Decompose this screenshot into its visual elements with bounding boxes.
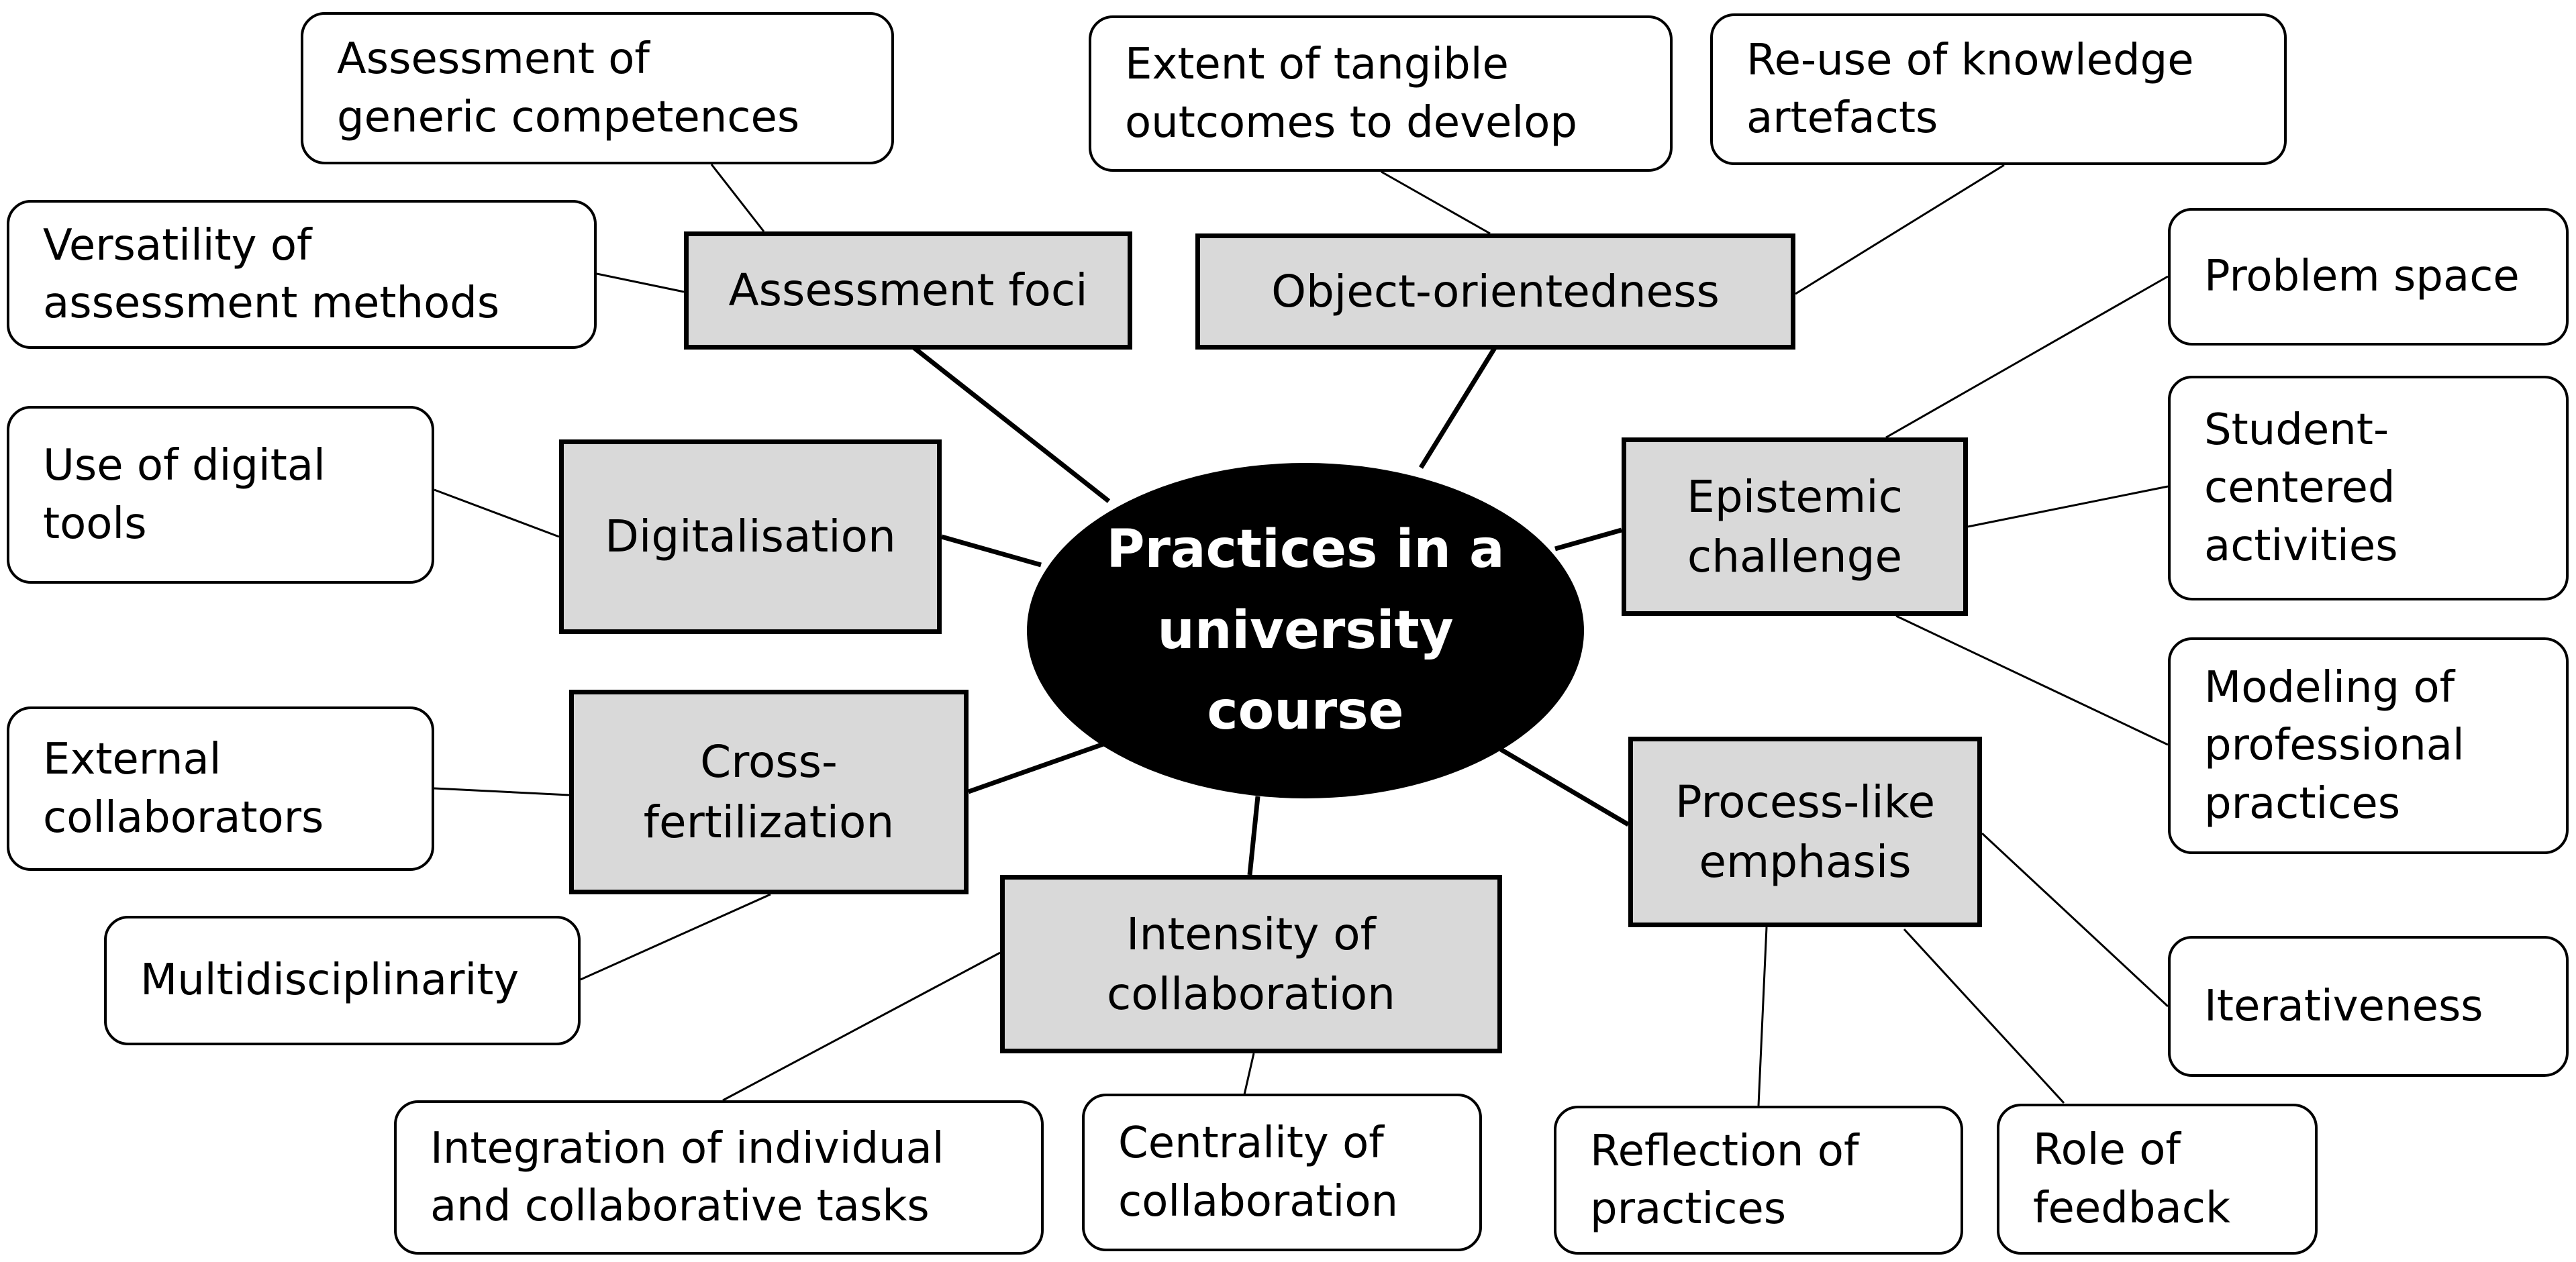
link-versatility-methods	[596, 272, 685, 293]
link-center-epistemic-challenge	[1554, 527, 1622, 551]
category-digitalisation: Digitalisation	[559, 439, 942, 634]
category-cross-fertilization: Cross- fertilization	[569, 690, 969, 894]
link-modeling-practices	[1895, 615, 2169, 746]
link-reflection-practices	[1757, 927, 1768, 1106]
link-center-process-like	[1499, 747, 1630, 827]
link-center-assessment-foci	[911, 345, 1111, 503]
link-centrality-collaboration	[1242, 1053, 1255, 1101]
leaf-problem-space: Problem space	[2168, 208, 2569, 346]
leaf-role-of-feedback: Role of feedback	[1997, 1104, 2318, 1255]
leaf-centrality-of-collaboration: Centrality of collaboration	[1082, 1094, 1482, 1251]
category-intensity-of-collaboration: Intensity of collaboration	[1000, 875, 1502, 1053]
leaf-student-centered-activities: Student- centered activities	[2168, 376, 2569, 600]
link-assessment-generic	[710, 164, 765, 232]
link-digital-tools	[434, 488, 560, 538]
leaf-modeling-professional-practices: Modeling of professional practices	[2168, 637, 2569, 854]
link-problem-space	[1885, 275, 2169, 439]
link-iterativeness	[1981, 832, 2169, 1008]
central-concept: Practices in a university course	[1027, 463, 1584, 798]
leaf-external-collaborators: External collaborators	[7, 706, 434, 871]
link-external-collaborators	[434, 787, 570, 796]
leaf-versatility-assessment-methods: Versatility of assessment methods	[7, 200, 597, 349]
link-role-feedback	[1903, 928, 2065, 1104]
link-tangible-outcomes	[1381, 170, 1491, 235]
link-center-cross-fertilization	[967, 741, 1107, 794]
category-epistemic-challenge: Epistemic challenge	[1622, 437, 1968, 616]
leaf-reflection-of-practices: Reflection of practices	[1554, 1106, 1963, 1255]
leaf-tangible-outcomes: Extent of tangible outcomes to develop	[1089, 15, 1673, 172]
leaf-iterativeness: Iterativeness	[2168, 936, 2569, 1077]
link-student-centered	[1967, 485, 2169, 528]
link-center-object-orientedness	[1419, 346, 1497, 469]
category-object-orientedness: Object-orientedness	[1195, 233, 1795, 350]
link-integration-tasks	[722, 951, 1001, 1102]
link-reuse-artefacts	[1795, 164, 2005, 295]
category-process-like-emphasis: Process-like emphasis	[1628, 737, 1982, 927]
link-multidisciplinarity	[580, 893, 771, 981]
leaf-assessment-generic-competences: Assessment of generic competences	[301, 12, 894, 164]
link-center-intensity	[1247, 796, 1260, 876]
link-center-digitalisation	[941, 534, 1042, 568]
category-assessment-foci: Assessment foci	[684, 231, 1132, 350]
leaf-integration-individual-collaborative-tasks: Integration of individual and collaborat…	[394, 1100, 1044, 1255]
leaf-use-of-digital-tools: Use of digital tools	[7, 406, 434, 584]
leaf-reuse-knowledge-artefacts: Re-use of knowledge artefacts	[1710, 13, 2287, 165]
leaf-multidisciplinarity: Multidisciplinarity	[104, 916, 581, 1045]
